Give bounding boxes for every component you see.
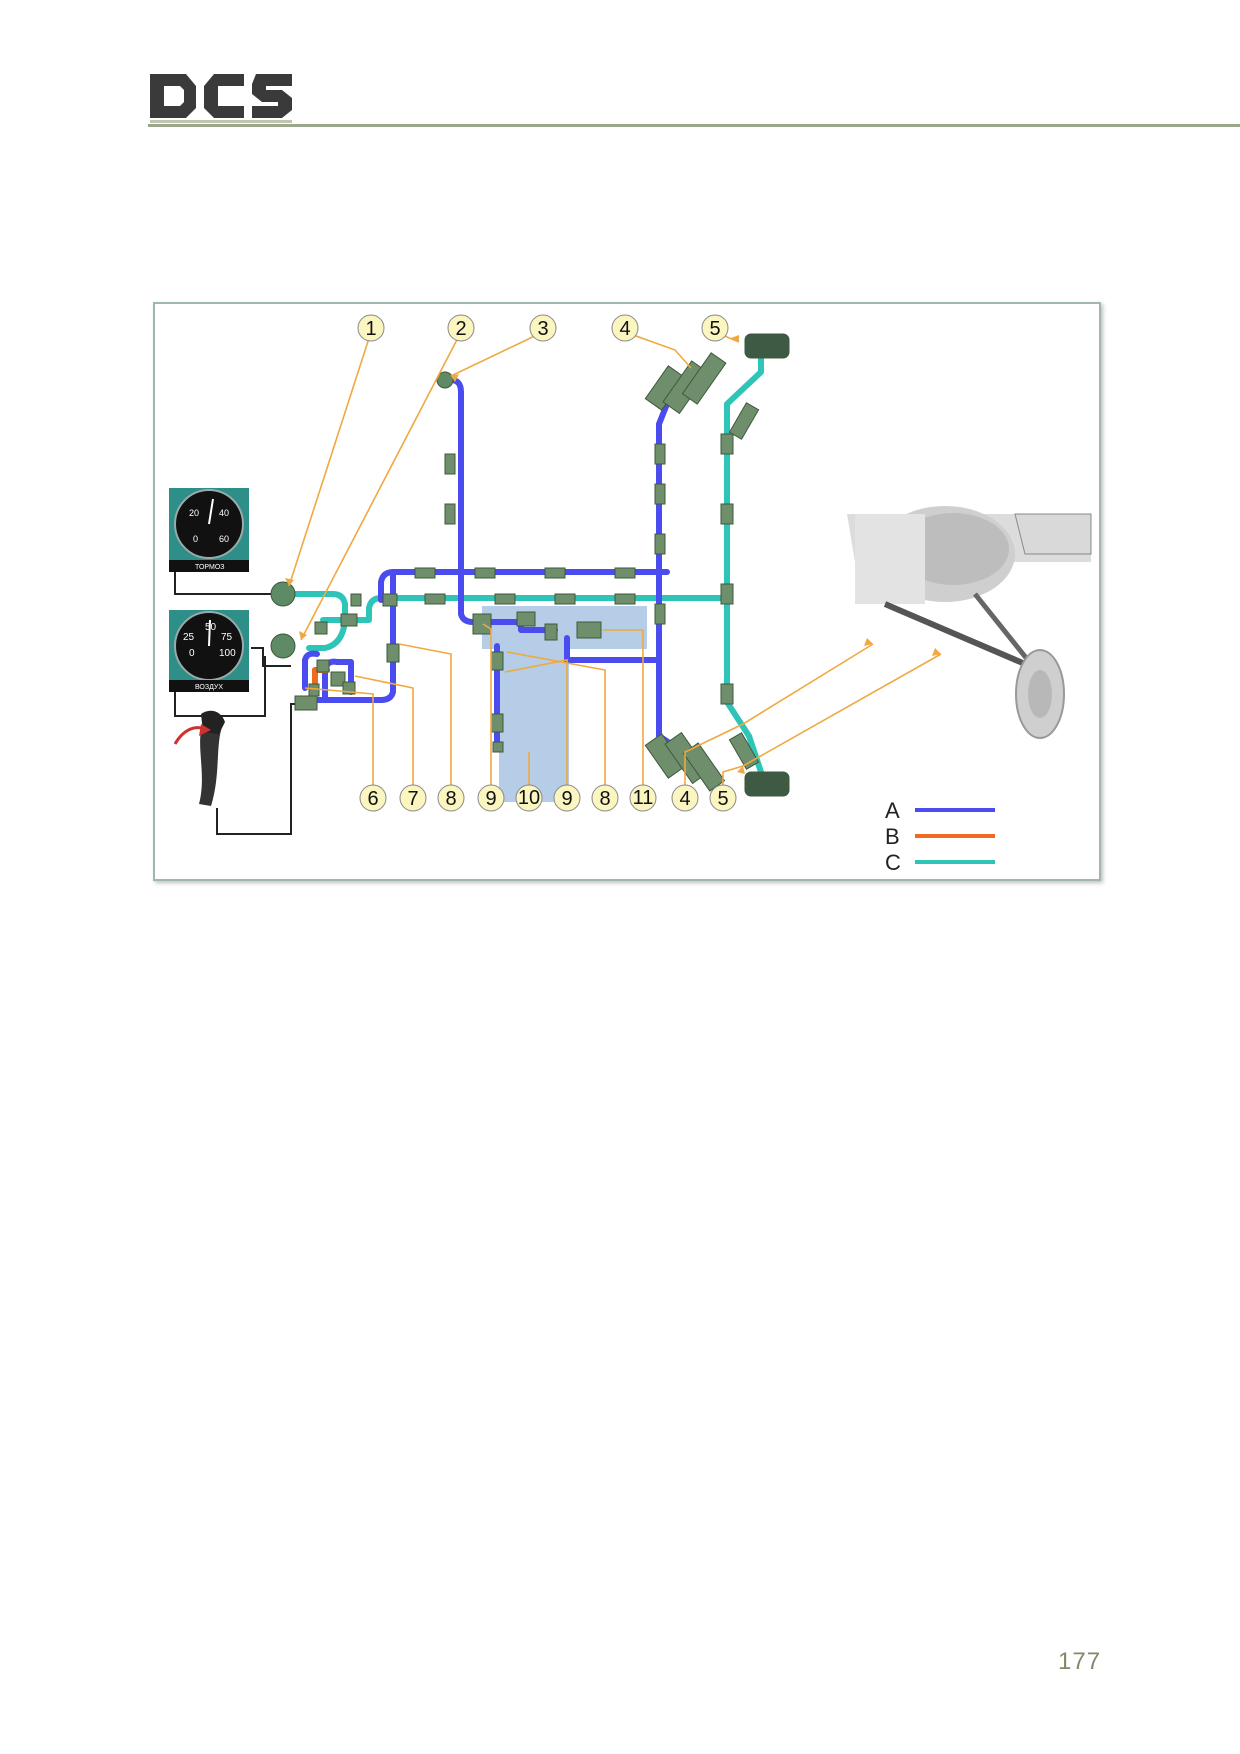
dcs-logo <box>150 74 292 123</box>
gauge-bottom-mark-2: 25 <box>183 632 195 643</box>
callout-2-label: 2 <box>455 318 466 340</box>
callout-1: 1 <box>357 314 385 342</box>
gauge-top-mark-2: 40 <box>219 508 229 518</box>
brake-lever-icon <box>173 710 225 806</box>
gauge-bottom-mark-5: 100 <box>219 648 236 659</box>
brake-system-diagram: 20 40 0 60 ТОРМОЗ 50 25 75 0 100 ВОЗДУХ <box>153 302 1101 881</box>
diagram-canvas: 20 40 0 60 ТОРМОЗ 50 25 75 0 100 ВОЗДУХ <box>169 314 1092 875</box>
callout-b6-label: 9 <box>561 788 572 810</box>
callout-b4: 9 <box>477 784 505 812</box>
air-pressure-gauge: 50 25 75 0 100 ВОЗДУХ <box>169 610 249 692</box>
callout-5: 5 <box>701 314 729 342</box>
leader-arrowheads <box>285 335 941 774</box>
callout-1-label: 1 <box>365 318 376 340</box>
callout-b2-label: 7 <box>407 788 418 810</box>
callout-b7-label: 8 <box>599 788 610 810</box>
callout-b1-label: 6 <box>367 788 378 810</box>
callout-2: 2 <box>447 314 475 342</box>
legend-label-c: C <box>885 850 901 875</box>
callout-b8: 11 <box>629 784 657 812</box>
callout-b1: 6 <box>359 784 387 812</box>
callout-3-label: 3 <box>537 318 548 340</box>
callout-b4-label: 9 <box>485 788 496 810</box>
header-rule <box>148 124 1240 127</box>
gauge-top-placard: ТОРМОЗ <box>195 564 225 571</box>
callout-5-label: 5 <box>709 318 720 340</box>
brake-pressure-gauge: 20 40 0 60 ТОРМОЗ <box>169 488 249 572</box>
callout-b6: 9 <box>553 784 581 812</box>
callout-b5-label: 10 <box>518 787 540 809</box>
gauge-bottom-mark-3: 75 <box>221 632 233 643</box>
gauge-top-mark-4: 60 <box>219 534 229 544</box>
page-number: 177 <box>1058 1648 1102 1675</box>
callout-b3-label: 8 <box>445 788 456 810</box>
shaded-area <box>482 606 647 802</box>
callout-b9-label: 4 <box>679 788 690 810</box>
callout-4: 4 <box>611 314 639 342</box>
legend-label-a: A <box>885 798 900 823</box>
callout-4-label: 4 <box>619 318 630 340</box>
line-a <box>302 377 674 747</box>
legend-label-b: B <box>885 824 900 849</box>
callout-b7: 8 <box>591 784 619 812</box>
gauge-bottom-placard: ВОЗДУХ <box>195 684 223 691</box>
gauge-bottom-mark-1: 50 <box>205 622 217 633</box>
callout-b8-label: 11 <box>633 787 654 809</box>
callout-3: 3 <box>529 314 557 342</box>
callout-b5: 10 <box>515 784 543 812</box>
callouts-top: 1 2 3 4 5 <box>357 314 729 342</box>
callouts-bottom: 6 7 8 9 10 9 8 11 4 5 <box>359 784 737 812</box>
callout-b10-label: 5 <box>717 788 728 810</box>
landing-gear-image <box>847 506 1092 739</box>
callout-b9: 4 <box>671 784 699 812</box>
gauge-bottom-mark-4: 0 <box>189 648 195 659</box>
callout-b2: 7 <box>399 784 427 812</box>
gauge-top-mark-3: 0 <box>193 534 198 544</box>
gauge-top-mark-1: 20 <box>189 508 199 518</box>
leader-lines <box>288 331 942 786</box>
callout-b10: 5 <box>709 784 737 812</box>
callout-b3: 8 <box>437 784 465 812</box>
legend: A B C <box>885 798 995 875</box>
